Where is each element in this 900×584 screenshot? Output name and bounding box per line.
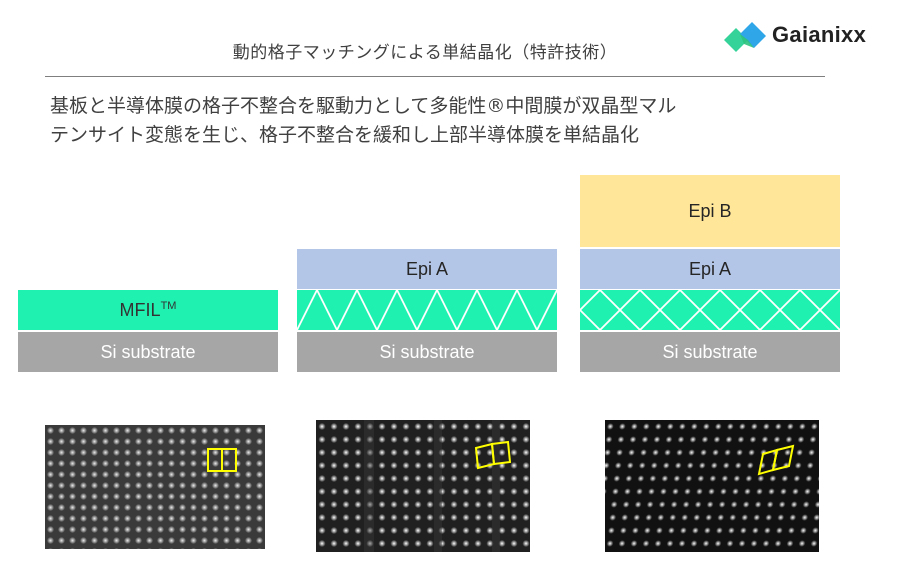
title-divider: [45, 76, 825, 77]
mfil-layer: MFILTM: [18, 290, 278, 330]
epi-a-layer: Epi A: [297, 249, 557, 289]
si-substrate-layer: Si substrate: [580, 332, 840, 372]
mfil-label: MFILTM: [119, 299, 177, 320]
unit-cell-highlight: [221, 448, 237, 472]
twin-zigzag-pattern: [296, 287, 558, 333]
description-line-1: 基板と半導体膜の格子不整合を駆動力として多能性®中間膜が双晶型マル: [50, 95, 677, 117]
unit-cell-highlight: [771, 444, 795, 472]
epi-a-label: Epi A: [405, 258, 449, 279]
twin-diamond-pattern: [579, 288, 841, 332]
description-text: 基板と半導体膜の格子不整合を駆動力として多能性®中間膜が双晶型マル テンサイト変…: [50, 92, 840, 150]
brand-logo-text: Gaianixx: [772, 22, 867, 47]
substrate-label: Si substrate: [100, 341, 196, 362]
epi-b-layer: Epi B: [580, 175, 840, 247]
mfil-twinned-layer: [579, 288, 841, 332]
si-substrate-layer: Si substrate: [18, 332, 278, 372]
epi-b-label: Epi B: [688, 200, 732, 221]
tem-image-mfil: [45, 425, 265, 549]
tem-image-epi-b: [605, 420, 819, 552]
page-title: 動的格子マッチングによる単結晶化（特許技術）: [232, 43, 618, 63]
substrate-label: Si substrate: [662, 341, 758, 362]
substrate-label: Si substrate: [379, 341, 475, 362]
description-line-2: テンサイト変態を生じ、格子不整合を緩和し上部半導体膜を単結晶化: [50, 124, 640, 146]
tem-image-epi-a: [316, 420, 530, 552]
unit-cell-highlight: [490, 440, 512, 466]
epi-a-label: Epi A: [688, 258, 732, 279]
epi-a-layer: Epi A: [580, 249, 840, 289]
diamond-logo-icon: [724, 22, 766, 52]
si-substrate-layer: Si substrate: [297, 332, 557, 372]
mfil-twinned-layer: [296, 287, 558, 333]
